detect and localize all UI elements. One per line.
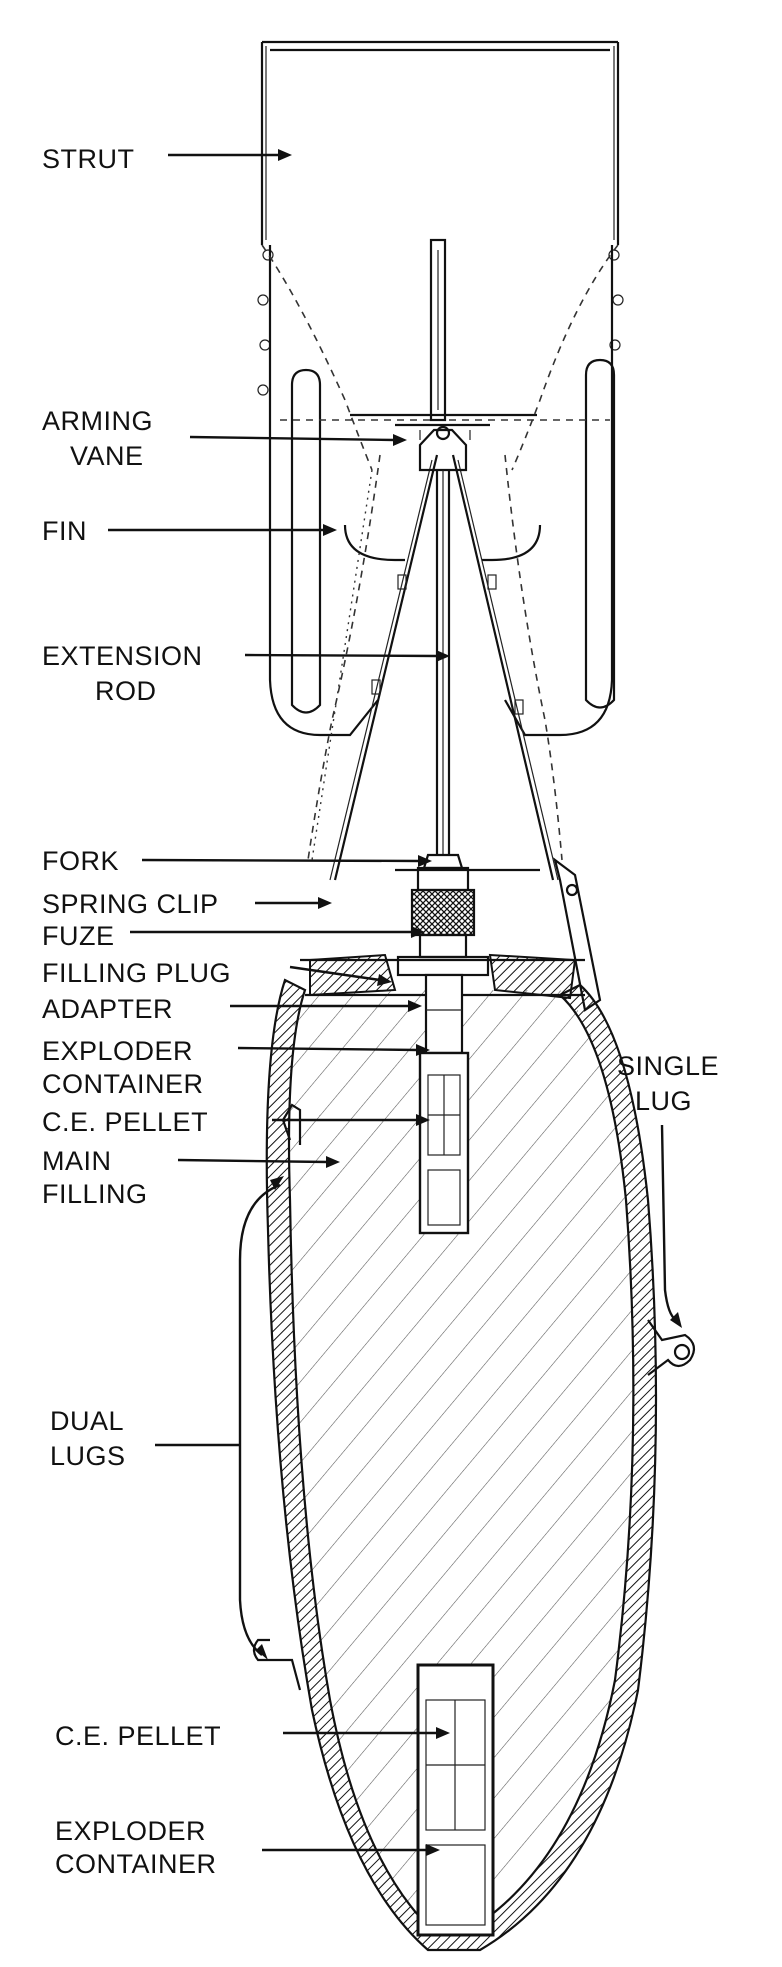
label-exploder-container-upper-1: EXPLODER [42, 1036, 193, 1066]
callout-arrows [108, 149, 682, 1856]
label-filling-plug: FILLING PLUG [42, 958, 231, 988]
fin-left [268, 245, 379, 737]
label-single-lug-2: LUG [635, 1086, 692, 1116]
fuze [410, 888, 476, 937]
label-main-filling-1: MAIN [42, 1146, 112, 1176]
label-fork: FORK [42, 846, 119, 876]
single-lug [647, 1319, 696, 1376]
spring-clip [416, 866, 470, 892]
arming-vane [350, 238, 537, 472]
label-exploder-container-lower-1: EXPLODER [55, 1816, 206, 1846]
label-strut: STRUT [42, 144, 135, 174]
label-exploder-container-upper-2: CONTAINER [42, 1069, 204, 1099]
upper-exploder [396, 955, 490, 1235]
label-adapter: ADAPTER [42, 994, 173, 1024]
extension-rod [435, 470, 451, 855]
tail-unit [257, 40, 624, 881]
label-extension-rod-2: ROD [95, 676, 157, 706]
body-outer-wall [265, 978, 658, 1952]
lower-exploder [416, 1663, 495, 1937]
labels: STRUT ARMING VANE FIN EXTENSION ROD FORK… [42, 144, 719, 1879]
label-fuze: FUZE [42, 921, 115, 951]
label-dual-lugs-2: LUGS [50, 1441, 126, 1471]
label-single-lug-1: SINGLE [617, 1051, 719, 1081]
label-extension-rod-1: EXTENSION [42, 641, 203, 671]
bomb-body [252, 953, 696, 1952]
dual-lug-lower [252, 1638, 302, 1691]
label-arming-vane-1: ARMING [42, 406, 153, 436]
strut [260, 40, 620, 245]
label-spring-clip: SPRING CLIP [42, 889, 219, 919]
label-ce-pellet-upper: C.E. PELLET [42, 1107, 208, 1137]
strut-rivets [257, 249, 624, 396]
label-exploder-container-lower-2: CONTAINER [55, 1849, 217, 1879]
label-fin: FIN [42, 516, 87, 546]
label-main-filling-2: FILLING [42, 1179, 148, 1209]
dual-lug-upper [281, 1103, 302, 1145]
main-filling [288, 990, 633, 1930]
fin-right [504, 245, 614, 737]
label-ce-pellet-lower: C.E. PELLET [55, 1721, 221, 1751]
label-dual-lugs-1: DUAL [50, 1406, 124, 1436]
adapter [424, 973, 464, 1055]
label-arming-vane-2: VANE [70, 441, 144, 471]
